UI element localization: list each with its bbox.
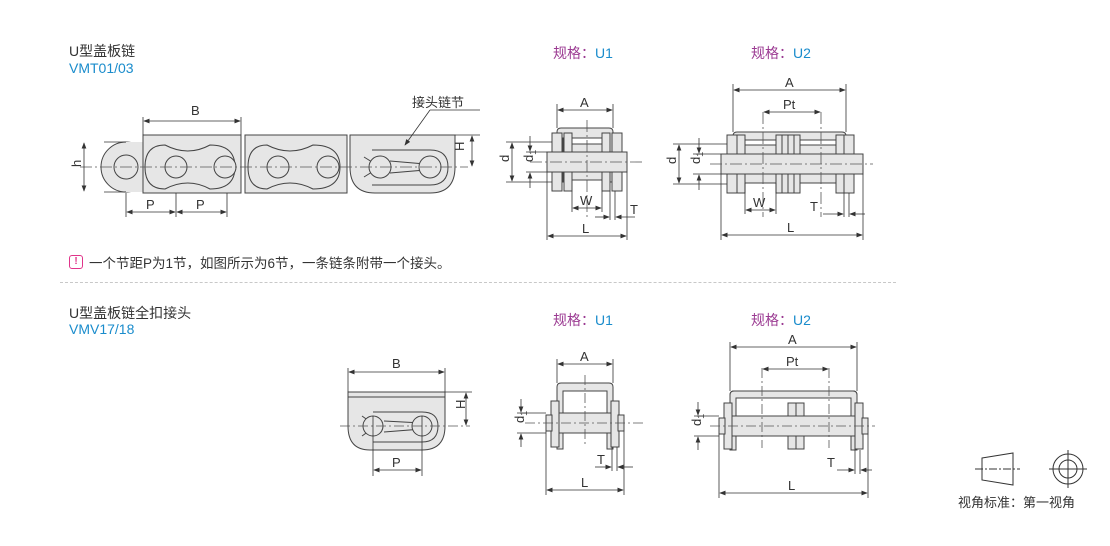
spec-key: 规格：: [751, 45, 793, 61]
connector-u1-front-view: A d1 T L: [512, 349, 645, 495]
section1-spec-u1: 规格：U1: [553, 43, 613, 63]
spec-value: U2: [793, 45, 811, 61]
section2-code: VMV17/18: [69, 321, 135, 337]
dim-A: A: [580, 349, 589, 364]
dim-T: T: [597, 452, 605, 467]
dim-d1: d1: [689, 414, 706, 426]
connector-u2-front-view: A Pt d1 T L: [689, 332, 875, 498]
spec-value: U2: [793, 312, 811, 328]
dim-L: L: [581, 475, 588, 490]
dim-Pt: Pt: [786, 354, 799, 369]
dim-d1: d1: [512, 411, 529, 423]
chain-side-view: B h H P P 接头链节: [69, 95, 480, 217]
u2-front-view: A Pt d d1 W T L: [664, 75, 873, 240]
dim-L: L: [582, 221, 589, 236]
u1-front-view: A d d1 W T L: [497, 95, 642, 240]
dim-A: A: [788, 332, 797, 347]
dim-P2: P: [196, 197, 205, 212]
spec-value: U1: [595, 45, 613, 61]
dim-d1: d1: [521, 150, 538, 162]
dim-H: H: [452, 142, 467, 151]
section1-title: U型盖板链: [69, 43, 136, 59]
dim-W: W: [753, 195, 766, 210]
dim-W: W: [580, 193, 593, 208]
section1-code: VMT01/03: [69, 60, 134, 76]
dim-A: A: [785, 75, 794, 90]
dim-H: H: [453, 400, 468, 409]
section2-title: U型盖板链全扣接头: [69, 305, 192, 321]
dim-A: A: [580, 95, 589, 110]
spec-value: U1: [595, 312, 613, 328]
dim-P1: P: [146, 197, 155, 212]
section2-spec-u1: 规格：U1: [553, 310, 613, 330]
dim-T: T: [630, 202, 638, 217]
dim-P: P: [392, 455, 401, 470]
dim-B: B: [392, 356, 401, 371]
spec-key: 规格：: [751, 312, 793, 328]
section2-spec-u2: 规格：U2: [751, 310, 811, 330]
connector-side-view: B H P: [340, 356, 472, 476]
dim-T: T: [827, 455, 835, 470]
warning-icon: !: [69, 255, 83, 269]
dim-d1: d1: [688, 152, 705, 164]
spec-key: 规格：: [553, 312, 595, 328]
dim-L: L: [787, 220, 794, 235]
dim-T: T: [810, 199, 818, 214]
first-angle-projection-icon: [975, 450, 1087, 488]
dim-h: h: [69, 160, 84, 167]
dim-L: L: [788, 478, 795, 493]
dim-B: B: [191, 103, 200, 118]
note: ! 一个节距P为1节，如图所示为6节，一条链条附带一个接头。: [69, 252, 451, 272]
dim-d: d: [664, 157, 679, 164]
projection-label: 视角标准：第一视角: [958, 495, 1076, 510]
note-text: 一个节距P为1节，如图所示为6节，一条链条附带一个接头。: [89, 256, 451, 271]
dim-Pt: Pt: [783, 97, 796, 112]
dim-d: d: [497, 155, 512, 162]
section1-spec-u2: 规格：U2: [751, 43, 811, 63]
section-divider: [60, 282, 896, 283]
spec-key: 规格：: [553, 45, 595, 61]
joint-link-label: 接头链节: [412, 95, 464, 110]
